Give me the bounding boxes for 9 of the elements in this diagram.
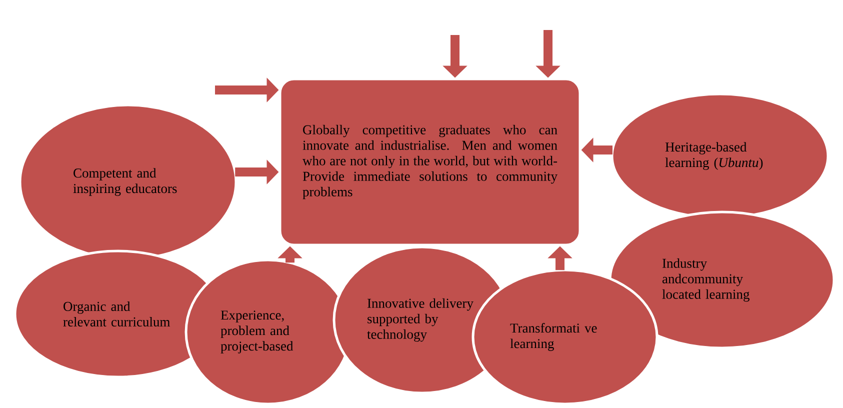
node-label: Organic and relevant curriculum bbox=[63, 302, 170, 326]
node-label: Innovative delivery supported by technology bbox=[367, 298, 474, 342]
node-label: Transformati ve learning bbox=[510, 323, 597, 351]
ellipse-node: Competent and inspiring educators bbox=[18, 104, 238, 260]
ellipse-node: Industry andcommunity located learning bbox=[608, 210, 836, 350]
outcome-box: Globally competitive graduates who can innovate and industrialise. Men and women who are not only in the world, but with world- Provide immediate solutions to community problems bbox=[278, 78, 582, 246]
ellipse-node: Experience, problem and project-based bbox=[184, 258, 352, 406]
node-label: Experience, problem and project-based bbox=[220, 310, 294, 354]
ellipse-node: Heritage-based learning (Ubuntu) bbox=[610, 92, 830, 220]
